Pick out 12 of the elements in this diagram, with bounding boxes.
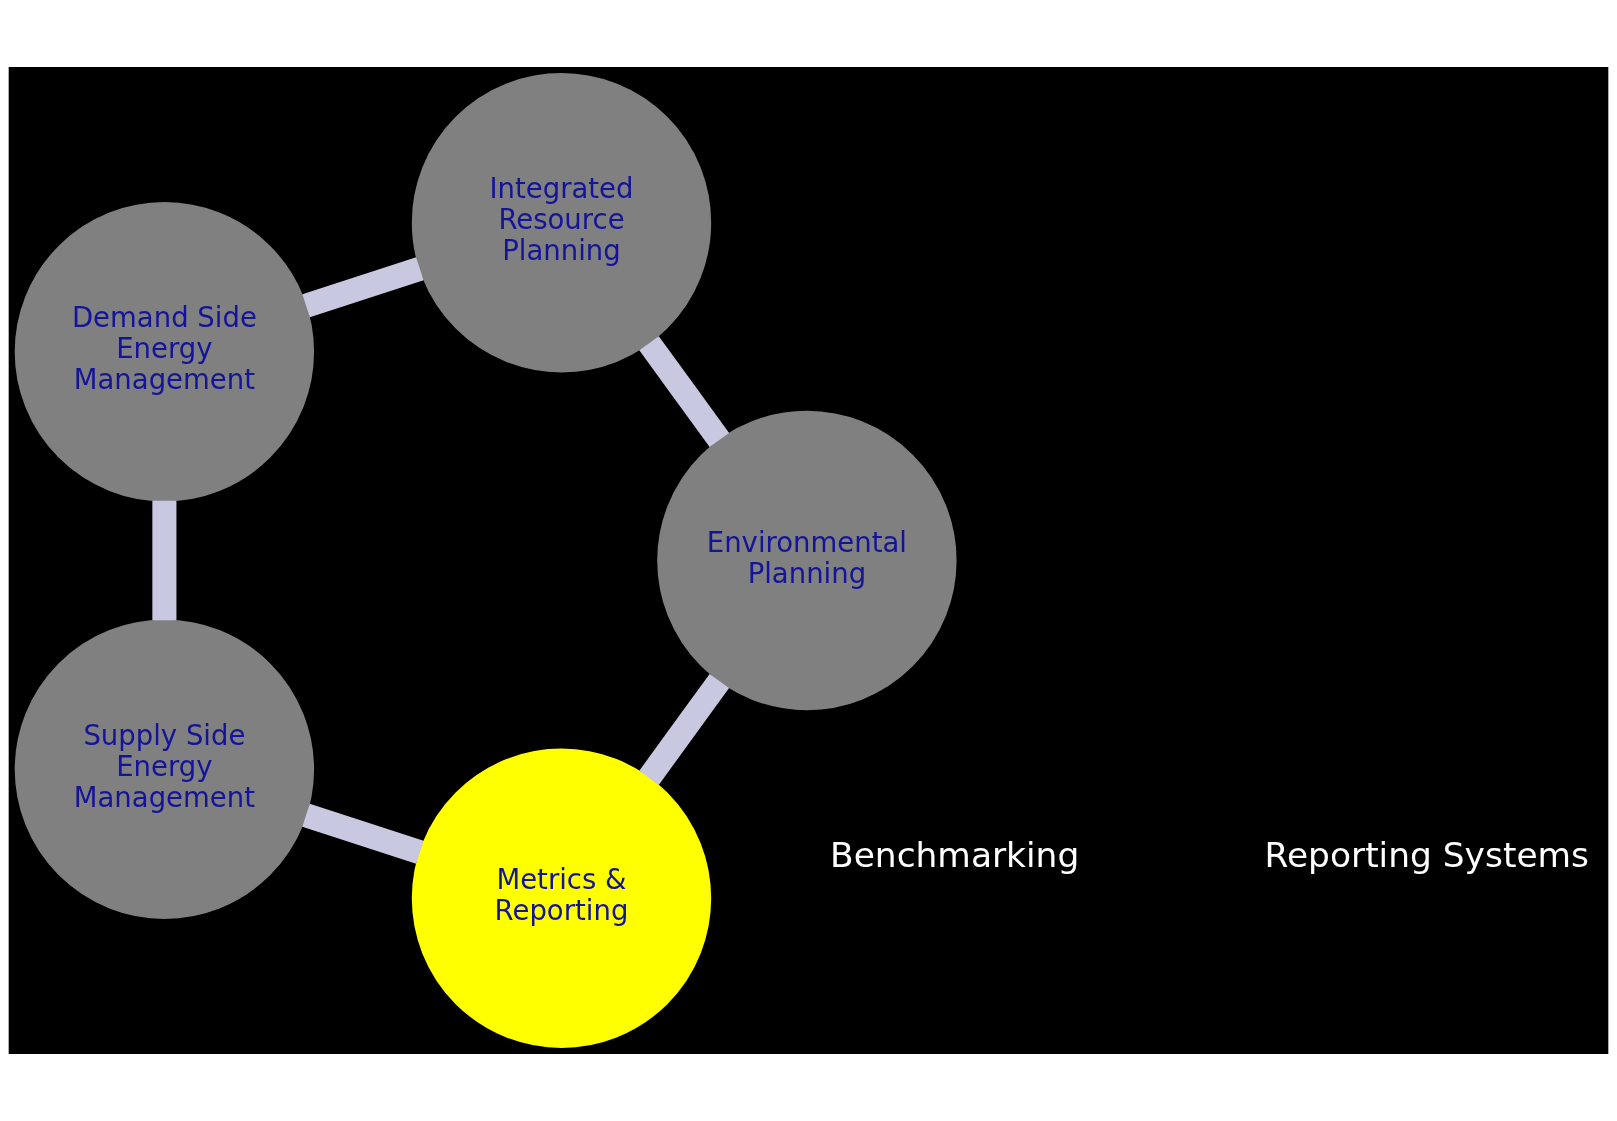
label: Reporting Systems [1264,834,1590,875]
connector [302,257,424,318]
connector [152,500,177,621]
label: Benchmarking [830,834,1080,875]
connector [302,803,424,864]
connector [639,336,730,448]
node-circle: Environmental Planning [657,410,957,711]
node-circle: Integrated Resource Planning [411,73,712,373]
node-circle: Demand Side Energy Management [14,202,315,502]
connector [639,673,730,785]
node-circle: Supply Side Energy Management [14,619,315,919]
node-circle: Metrics & Reporting [411,748,712,1048]
